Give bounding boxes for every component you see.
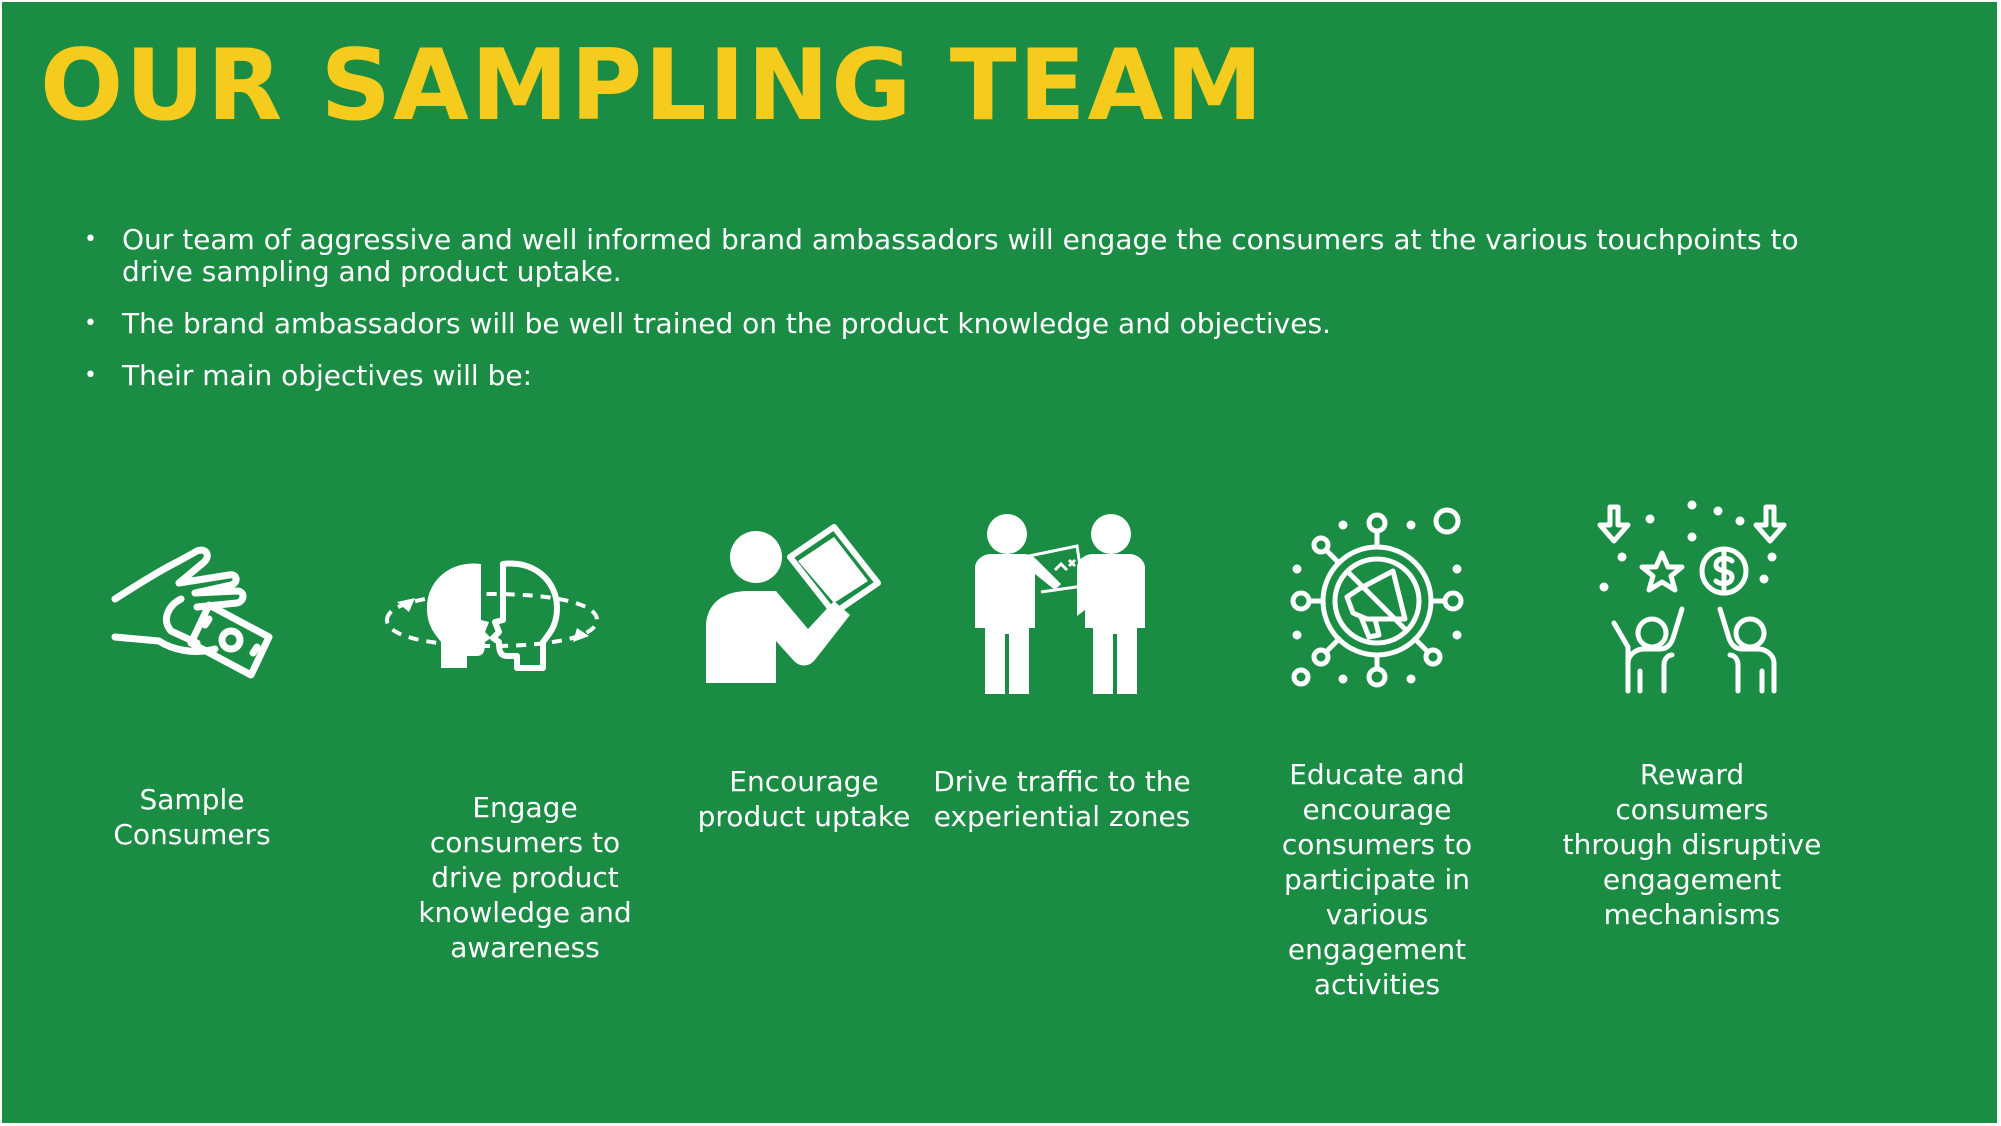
bullet-dot: • — [84, 311, 97, 336]
bullet-dot: • — [84, 363, 97, 388]
objective-label: Encourage product uptake — [697, 765, 911, 833]
bullet-item: • The brand ambassadors will be well tra… — [84, 308, 1804, 340]
bullet-text: Their main objectives will be: — [122, 359, 533, 392]
hand-cash-icon — [97, 527, 287, 727]
bullet-list: • Our team of aggressive and well inform… — [84, 224, 1804, 412]
bullet-text: Our team of aggressive and well informed… — [122, 223, 1799, 288]
slide-title: OUR SAMPLING TEAM — [40, 29, 1265, 143]
bullet-text: The brand ambassadors will be well train… — [122, 307, 1331, 340]
two-people-presentation-icon — [957, 512, 1167, 702]
bullet-item: • Their main objectives will be: — [84, 360, 1804, 392]
two-heads-exchange-icon — [367, 542, 617, 692]
person-reading-icon — [702, 524, 882, 697]
megaphone-network-icon — [1287, 507, 1467, 688]
bullet-dot: • — [84, 227, 97, 252]
people-celebrating-rewards-icon — [1592, 497, 1792, 697]
objective-label: Sample Consumers — [113, 783, 271, 851]
objective-label: Drive traffic to the experiential zones — [933, 765, 1191, 833]
objective-label: Educate and encourage consumers to parti… — [1281, 758, 1473, 1001]
objective-label: Engage consumers to drive product knowle… — [418, 791, 632, 964]
bullet-item: • Our team of aggressive and well inform… — [84, 224, 1804, 288]
objective-label: Reward consumers through disruptive enga… — [1562, 758, 1822, 931]
